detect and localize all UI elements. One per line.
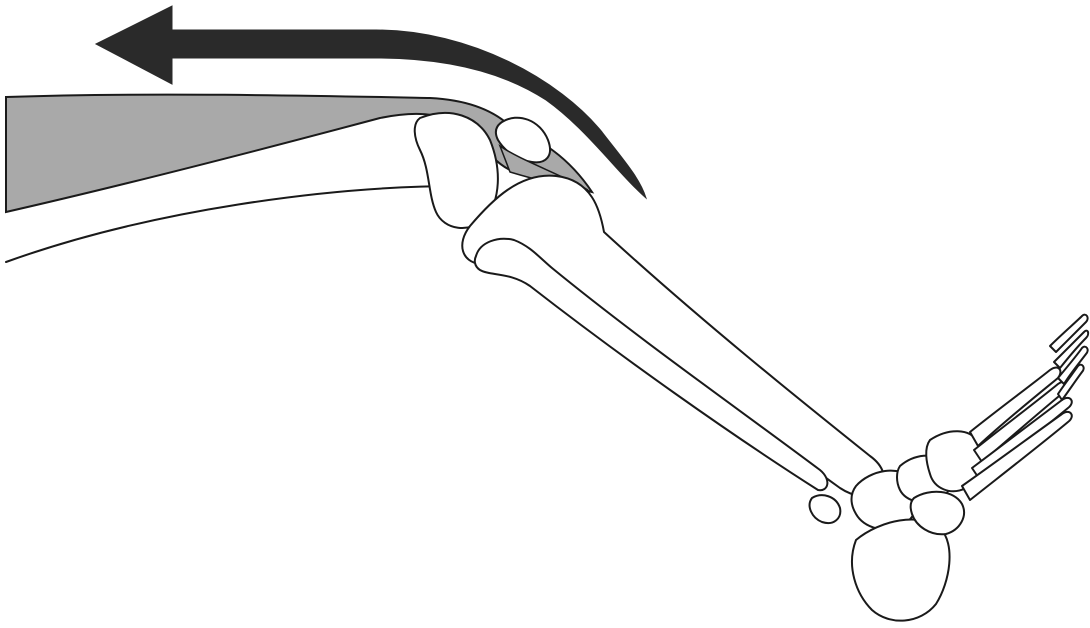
thigh-underside-outline bbox=[6, 186, 460, 262]
tibia bbox=[462, 176, 884, 496]
calcaneus bbox=[852, 519, 950, 620]
lateral-malleolus bbox=[810, 495, 841, 523]
